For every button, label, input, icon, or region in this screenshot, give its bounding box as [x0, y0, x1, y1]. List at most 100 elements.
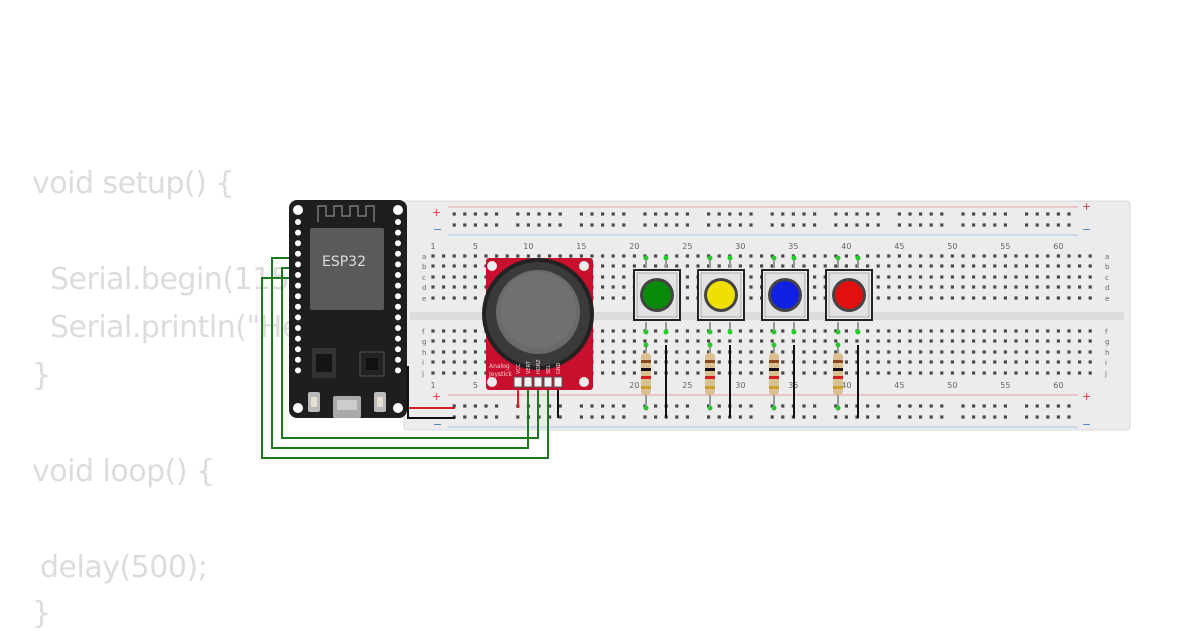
esp32-pin — [295, 314, 301, 321]
rail-hole — [622, 404, 626, 408]
column-number: 60 — [1053, 242, 1063, 251]
rail-hole — [473, 212, 477, 216]
breadboard-hole — [1046, 296, 1050, 300]
breadboard-hole — [802, 360, 806, 364]
breadboard-hole — [1035, 254, 1039, 258]
breadboard-hole — [643, 339, 647, 343]
breadboard-hole — [929, 264, 933, 268]
esp32-label: ESP32 — [322, 254, 366, 270]
breadboard-hole — [760, 254, 764, 258]
code-line-5: void loop() { — [32, 454, 215, 489]
rail-hole — [1056, 415, 1060, 419]
rail-hole — [993, 212, 997, 216]
resistor-pin-indicator — [643, 342, 649, 348]
pushbutton-green[interactable] — [633, 255, 681, 335]
breadboard-hole — [738, 254, 742, 258]
breadboard-hole — [442, 275, 446, 279]
rail-hole — [738, 404, 742, 408]
esp32-pin — [395, 272, 401, 278]
breadboard-hole — [940, 371, 944, 375]
breadboard-hole — [1025, 285, 1029, 289]
breadboard-hole — [452, 264, 456, 268]
breadboard-hole — [866, 254, 870, 258]
resistor-band — [641, 386, 651, 389]
breadboard-hole — [1078, 254, 1082, 258]
breadboard-hole — [1056, 254, 1060, 258]
breadboard-hole — [738, 360, 742, 364]
rail-hole — [558, 223, 562, 227]
resistor-band — [769, 386, 779, 389]
breadboard-hole — [940, 296, 944, 300]
rail-hole — [654, 212, 658, 216]
esp32-pin — [395, 335, 401, 342]
rail-hole — [643, 212, 647, 216]
wire-black-gnd — [407, 366, 455, 419]
rail-hole — [495, 415, 499, 419]
breadboard-hole — [940, 285, 944, 289]
esp32-pin — [395, 219, 401, 225]
breadboard-hole — [1046, 329, 1050, 333]
breadboard-hole — [1088, 285, 1092, 289]
breadboard-hole — [1067, 254, 1071, 258]
breadboard-hole — [1035, 329, 1039, 333]
rail-hole — [473, 415, 477, 419]
breadboard-hole — [601, 285, 605, 289]
breadboard-hole — [537, 254, 541, 258]
breadboard-hole — [1078, 264, 1082, 268]
rail-hole — [908, 212, 912, 216]
resistor-band — [769, 368, 779, 371]
rail-hole — [1067, 223, 1071, 227]
breadboard-hole — [1078, 285, 1082, 289]
rail-hole — [473, 223, 477, 227]
breadboard-hole — [908, 275, 912, 279]
breadboard-hole — [1078, 371, 1082, 375]
rail-hole — [770, 404, 774, 408]
breadboard-hole — [611, 285, 615, 289]
breadboard-hole — [1088, 329, 1092, 333]
breadboard-hole — [887, 275, 891, 279]
breadboard-hole — [1088, 350, 1092, 354]
rail-hole — [1025, 212, 1029, 216]
rail-hole — [548, 404, 552, 408]
breadboard-hole — [760, 371, 764, 375]
rail-hole — [579, 415, 583, 419]
breadboard-hole — [463, 350, 467, 354]
breadboard-hole — [749, 371, 753, 375]
rail-hole — [749, 404, 753, 408]
breadboard-hole — [982, 371, 986, 375]
breadboard-hole — [781, 264, 785, 268]
rail-hole — [484, 223, 488, 227]
breadboard-hole — [632, 360, 636, 364]
breadboard-hole — [855, 339, 859, 343]
rail-hole — [972, 212, 976, 216]
breadboard-hole — [1014, 350, 1018, 354]
joystick-label-1: Analog — [489, 363, 510, 370]
breadboard-hole — [961, 360, 965, 364]
breadboard-hole — [887, 296, 891, 300]
breadboard-hole — [876, 360, 880, 364]
resistor-pin-indicator — [771, 405, 777, 411]
breadboard-hole — [611, 254, 615, 258]
breadboard-hole — [696, 350, 700, 354]
breadboard-hole — [866, 264, 870, 268]
rail-hole — [813, 415, 817, 419]
pushbutton-red[interactable] — [825, 255, 873, 335]
rail-hole — [473, 404, 477, 408]
rail-hole — [685, 404, 689, 408]
breadboard-hole — [760, 339, 764, 343]
resistor-band — [641, 360, 651, 363]
resistor-band — [705, 368, 715, 371]
breadboard-hole — [887, 360, 891, 364]
breadboard-hole — [940, 329, 944, 333]
breadboard-hole — [442, 360, 446, 364]
wire-green-2 — [281, 267, 539, 439]
breadboard-hole — [770, 339, 774, 343]
pushbutton-blue[interactable] — [761, 255, 809, 335]
pushbutton-yellow[interactable] — [697, 255, 745, 335]
column-number: 30 — [735, 242, 745, 251]
breadboard-hole — [749, 285, 753, 289]
resistor-band — [833, 386, 843, 389]
